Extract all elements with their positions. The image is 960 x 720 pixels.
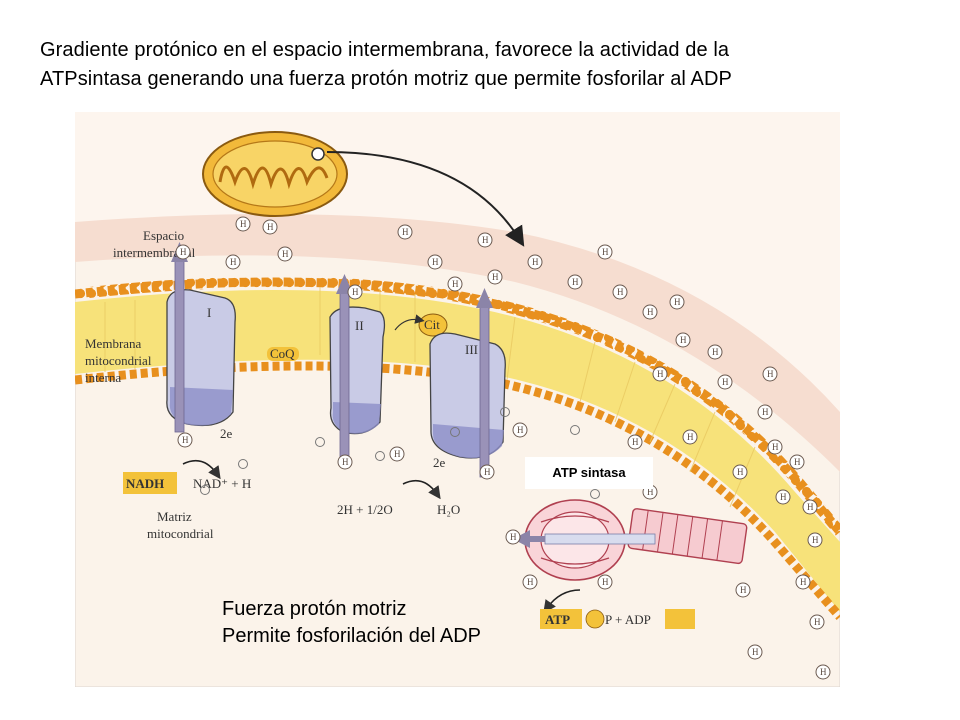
proton-marker-label: H [394, 449, 401, 459]
proton-marker-label: H [712, 347, 719, 357]
proton-marker-label: H [182, 435, 189, 445]
proton-marker-label: H [230, 257, 237, 267]
p-adp-label: P + ADP [605, 612, 651, 627]
proton-marker-label: H [632, 437, 639, 447]
two-e-label-1: 2e [220, 426, 233, 441]
proton-marker-label: H [820, 667, 827, 677]
atp-label: ATP [545, 612, 570, 627]
oxygen-reaction-label: 2H + 1/2O [337, 502, 393, 517]
proton-marker-label: H [780, 492, 787, 502]
proton-marker-label: H [342, 457, 349, 467]
proton-marker-label: H [812, 535, 819, 545]
proton-marker-label: H [492, 272, 499, 282]
proton-marker-label: H [602, 577, 609, 587]
proton-marker-label: H [432, 257, 439, 267]
proton-marker-label: H [517, 425, 524, 435]
proton-marker-label: H [767, 369, 774, 379]
proton-marker-label: H [602, 247, 609, 257]
coq-label: CoQ [270, 346, 295, 361]
label-matriz: Matriz [157, 509, 192, 524]
complex-3-label: II [355, 318, 364, 333]
proton-marker-label: H [794, 457, 801, 467]
mitochondrion-icon [203, 132, 347, 216]
proton-marker-label: H [510, 532, 517, 542]
proton-marker-label: H [800, 577, 807, 587]
label-membrana: Membrana [85, 336, 142, 351]
proton-marker-label: H [352, 287, 359, 297]
atp-sintasa-label: ATP sintasa [525, 457, 653, 489]
complex-1-label: I [207, 305, 211, 320]
proton-marker-label: H [532, 257, 539, 267]
proton-marker-label: H [267, 222, 274, 232]
proton-marker-label: H [527, 577, 534, 587]
proton-marker-label: H [647, 307, 654, 317]
proton-marker-label: H [240, 219, 247, 229]
caption-line-1: Fuerza protón motriz [222, 596, 481, 623]
proton-marker-label: H [482, 235, 489, 245]
proton-marker-label: H [180, 247, 187, 257]
title-line-2: ATPsintasa generando una fuerza protón m… [40, 65, 920, 94]
proton-marker-label: H [740, 585, 747, 595]
proton-marker-label: H [752, 647, 759, 657]
label-espacio: Espacio [143, 228, 184, 243]
cyt-c-label: Cit [424, 317, 440, 332]
label-matriz-mitocondrial: mitocondrial [147, 526, 214, 541]
proton-marker-label: H [737, 467, 744, 477]
phosphate-circle [586, 610, 604, 628]
proton-marker-label: H [762, 407, 769, 417]
nad-label: NAD⁺ + H [193, 476, 251, 491]
proton-marker-label: H [282, 249, 289, 259]
proton-marker-label: H [452, 279, 459, 289]
label-mitocondrial: mitocondrial [85, 353, 152, 368]
proton-marker-label: H [617, 287, 624, 297]
proton-marker-label: H [687, 432, 694, 442]
caption-line-2: Permite fosforilación del ADP [222, 623, 481, 650]
proton-marker-label: H [674, 297, 681, 307]
proton-marker-label: H [814, 617, 821, 627]
water-label: H₂O [437, 502, 460, 517]
proton-marker-label: H [807, 502, 814, 512]
nadh-label: NADH [126, 476, 164, 491]
proton-marker-label: H [722, 377, 729, 387]
proton-marker-label: H [772, 442, 779, 452]
proton-marker-label: H [402, 227, 409, 237]
slide-title: Gradiente protónico en el espacio interm… [40, 36, 920, 94]
proton-marker-label: H [484, 467, 491, 477]
complex-4-label: III [465, 342, 478, 357]
title-line-1: Gradiente protónico en el espacio interm… [40, 36, 920, 65]
proton-marker-label: H [572, 277, 579, 287]
label-interna: interna [85, 370, 121, 385]
two-e-label-2: 2e [433, 455, 446, 470]
caption: Fuerza protón motriz Permite fosforilaci… [222, 596, 481, 650]
proton-marker-label: H [657, 369, 664, 379]
proton-marker-label: H [680, 335, 687, 345]
